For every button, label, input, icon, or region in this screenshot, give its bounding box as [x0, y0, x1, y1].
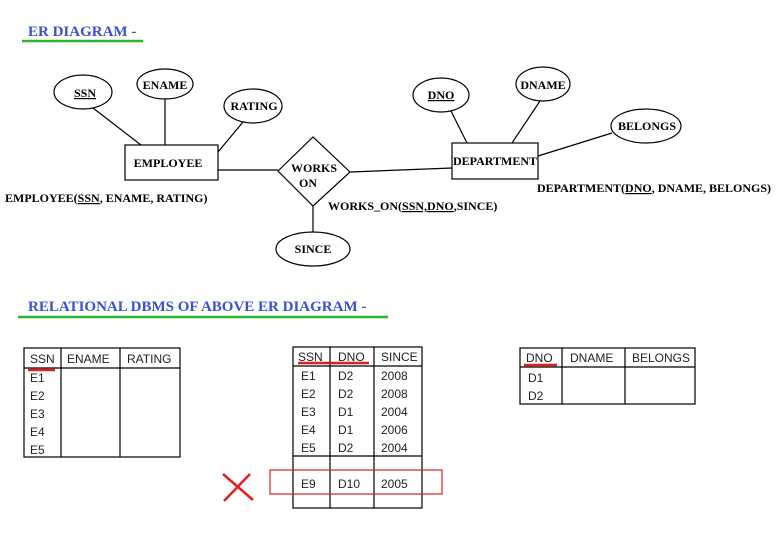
cell: E1 — [30, 371, 45, 385]
svg-text:2008: 2008 — [381, 387, 408, 401]
employee-entity: EMPLOYEE — [124, 144, 219, 181]
svg-text:D10: D10 — [338, 477, 360, 491]
header-dno: DNO — [526, 351, 553, 365]
header-dname: DNAME — [570, 351, 613, 365]
svg-text:2004: 2004 — [381, 441, 408, 455]
er-connectors — [92, 99, 613, 232]
svg-text:E9: E9 — [301, 477, 316, 491]
table-row: E2 D2 2008 — [301, 387, 408, 401]
table-row: E1 D2 2008 — [301, 369, 408, 383]
relationship-label-2: ON — [299, 176, 317, 190]
attr-dname-label: DNAME — [520, 78, 565, 92]
header-dno: DNO — [338, 350, 365, 364]
svg-text:2006: 2006 — [381, 423, 408, 437]
employee-schema: EMPLOYEE(SSN, ENAME, RATING) — [5, 191, 207, 205]
svg-text:E5: E5 — [301, 441, 316, 455]
attr-since: SINCE — [275, 231, 351, 267]
attr-dno-label: DNO — [428, 88, 455, 102]
svg-text:2008: 2008 — [381, 369, 408, 383]
svg-text:D2: D2 — [338, 441, 354, 455]
svg-text:E1: E1 — [301, 369, 316, 383]
attr-ssn-label: SSN — [74, 86, 96, 100]
invalid-table-row: E9 D10 2005 — [301, 477, 408, 491]
svg-text:2005: 2005 — [381, 477, 408, 491]
cell: E5 — [30, 443, 45, 457]
svg-text:D1: D1 — [338, 423, 354, 437]
relational-heading: RELATIONAL DBMS OF ABOVE ER DIAGRAM - — [28, 299, 366, 315]
department-schema: DEPARTMENT(DNO, DNAME, BELONGS) — [537, 181, 771, 195]
cell: E4 — [30, 425, 45, 439]
header-ename: ENAME — [67, 352, 110, 366]
cell: E3 — [30, 407, 45, 421]
works-on-schema: WORKS_ON(SSN,DNO,SINCE) — [328, 199, 497, 213]
svg-text:D1: D1 — [338, 405, 354, 419]
cell: D2 — [528, 389, 544, 403]
header-rating: RATING — [127, 352, 171, 366]
header-ssn: SSN — [298, 350, 323, 364]
attr-since-label: SINCE — [295, 242, 332, 256]
table-row: E5 D2 2004 — [301, 441, 408, 455]
attr-rating-label: RATING — [230, 99, 277, 113]
attr-ename: ENAME — [136, 68, 194, 100]
attr-dno: DNO — [412, 77, 470, 113]
relationship-label-1: WORKS — [291, 161, 337, 175]
department-table: DNO DNAME BELONGS D1 D2 — [519, 347, 696, 405]
attr-rating: RATING — [223, 88, 283, 124]
cell: D1 — [528, 371, 544, 385]
cross-icon — [222, 473, 254, 502]
attr-belongs-label: BELONGS — [618, 119, 676, 133]
table-row: E3 D1 2004 — [301, 405, 408, 419]
department-label: DEPARTMENT — [453, 154, 537, 168]
attr-ssn: SSN — [53, 74, 113, 110]
table-row: E4 D1 2006 — [301, 423, 408, 437]
header-belongs: BELONGS — [632, 351, 690, 365]
svg-text:D2: D2 — [338, 369, 354, 383]
cell: E2 — [30, 389, 45, 403]
header-ssn: SSN — [30, 352, 55, 366]
attr-dname: DNAME — [515, 66, 571, 102]
svg-text:D2: D2 — [338, 387, 354, 401]
svg-text:E2: E2 — [301, 387, 316, 401]
employee-table: SSN ENAME RATING E1 E2 E3 E4 E5 — [23, 347, 181, 458]
attr-belongs: BELONGS — [610, 108, 682, 144]
attr-ename-label: ENAME — [143, 78, 188, 92]
er-diagram-heading: ER DIAGRAM - — [28, 24, 136, 40]
header-since: SINCE — [381, 350, 418, 364]
works-on-relationship: WORKS ON — [277, 136, 351, 207]
svg-text:2004: 2004 — [381, 405, 408, 419]
invalid-row-highlight — [269, 469, 443, 495]
employee-label: EMPLOYEE — [134, 156, 203, 170]
svg-text:E4: E4 — [301, 423, 316, 437]
svg-text:E3: E3 — [301, 405, 316, 419]
department-entity: DEPARTMENT — [451, 142, 539, 180]
